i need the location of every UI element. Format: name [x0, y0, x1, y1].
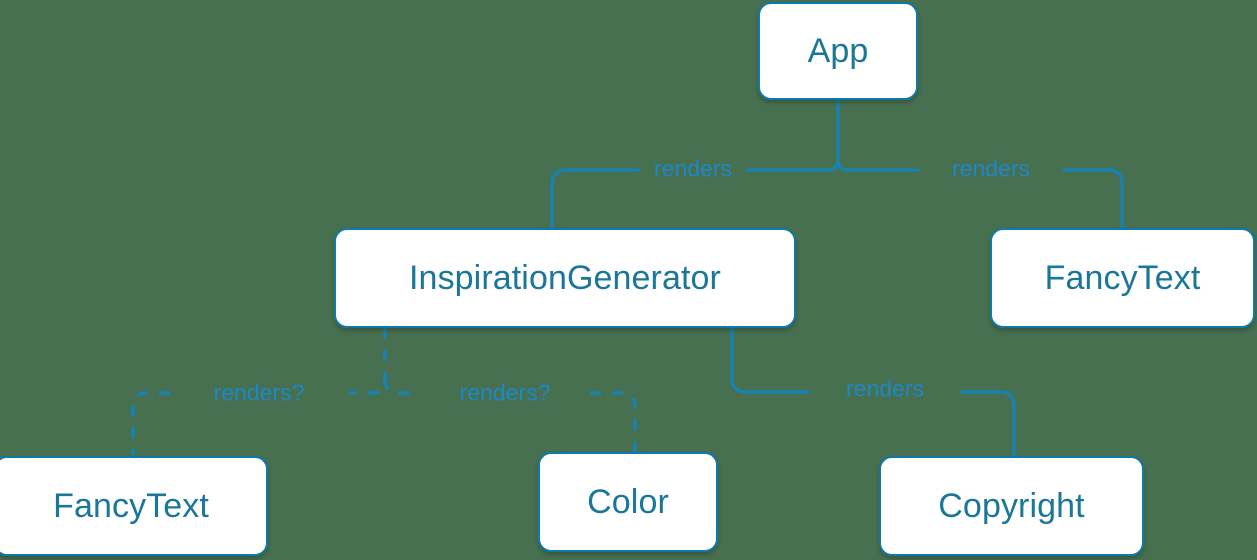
edge-label-inspirationgenerator-to-copyright: renders — [846, 375, 924, 402]
node-fancytext-right[interactable]: FancyText — [990, 228, 1255, 328]
node-app[interactable]: App — [758, 2, 918, 100]
node-inspirationgenerator[interactable]: InspirationGenerator — [334, 228, 796, 328]
edge-inspirationgenerator-to-copyright — [730, 326, 1016, 458]
node-copyright[interactable]: Copyright — [879, 456, 1144, 556]
edge-label-inspirationgenerator-to-color: renders? — [459, 379, 551, 406]
edge-app-stem-left — [826, 158, 840, 172]
edge-label-app-to-fancytext-right: renders — [952, 155, 1030, 182]
edge-label-inspirationgenerator-to-fancytext-bottom: renders? — [213, 379, 305, 406]
node-color[interactable]: Color — [538, 452, 718, 552]
node-fancytext-bottom[interactable]: FancyText — [0, 456, 268, 556]
edge-label-app-to-inspirationgenerator: renders — [654, 155, 732, 182]
edge-app-to-inspirationgenerator — [550, 168, 830, 230]
edge-inspirationgenerator-to-color — [383, 378, 637, 452]
edge-app-to-fancytext-right — [846, 168, 1124, 230]
